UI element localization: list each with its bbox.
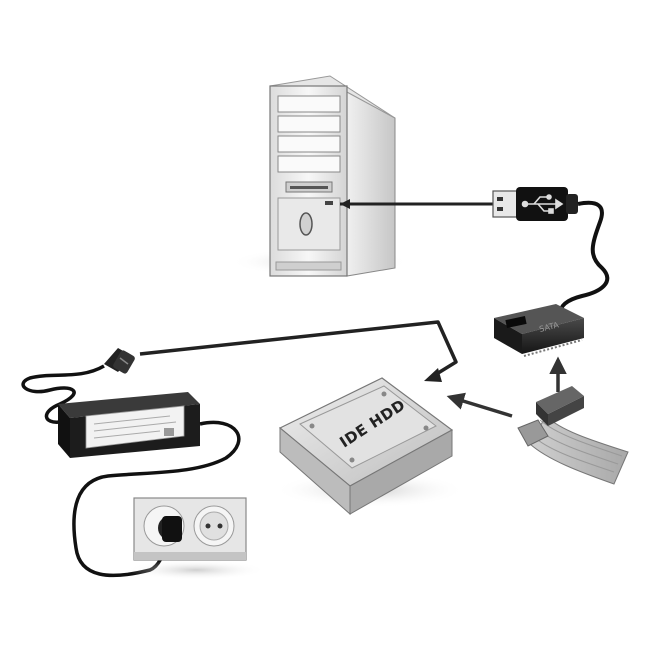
usb-ide-adapter-icon: SATA (494, 304, 584, 357)
computer-tower-icon (230, 75, 410, 277)
usb-trident-icon (521, 194, 564, 214)
wall-outlet-icon (126, 497, 266, 580)
ide-ribbon-cable-icon (517, 386, 629, 485)
power-plug-connector (104, 348, 135, 374)
hard-drive-icon: IDE HDD (274, 377, 466, 516)
power-link-line (139, 320, 458, 380)
power-adapter-icon (21, 348, 241, 578)
arrow-ribbon-to-hdd (446, 392, 513, 418)
usb-cable (558, 200, 610, 315)
